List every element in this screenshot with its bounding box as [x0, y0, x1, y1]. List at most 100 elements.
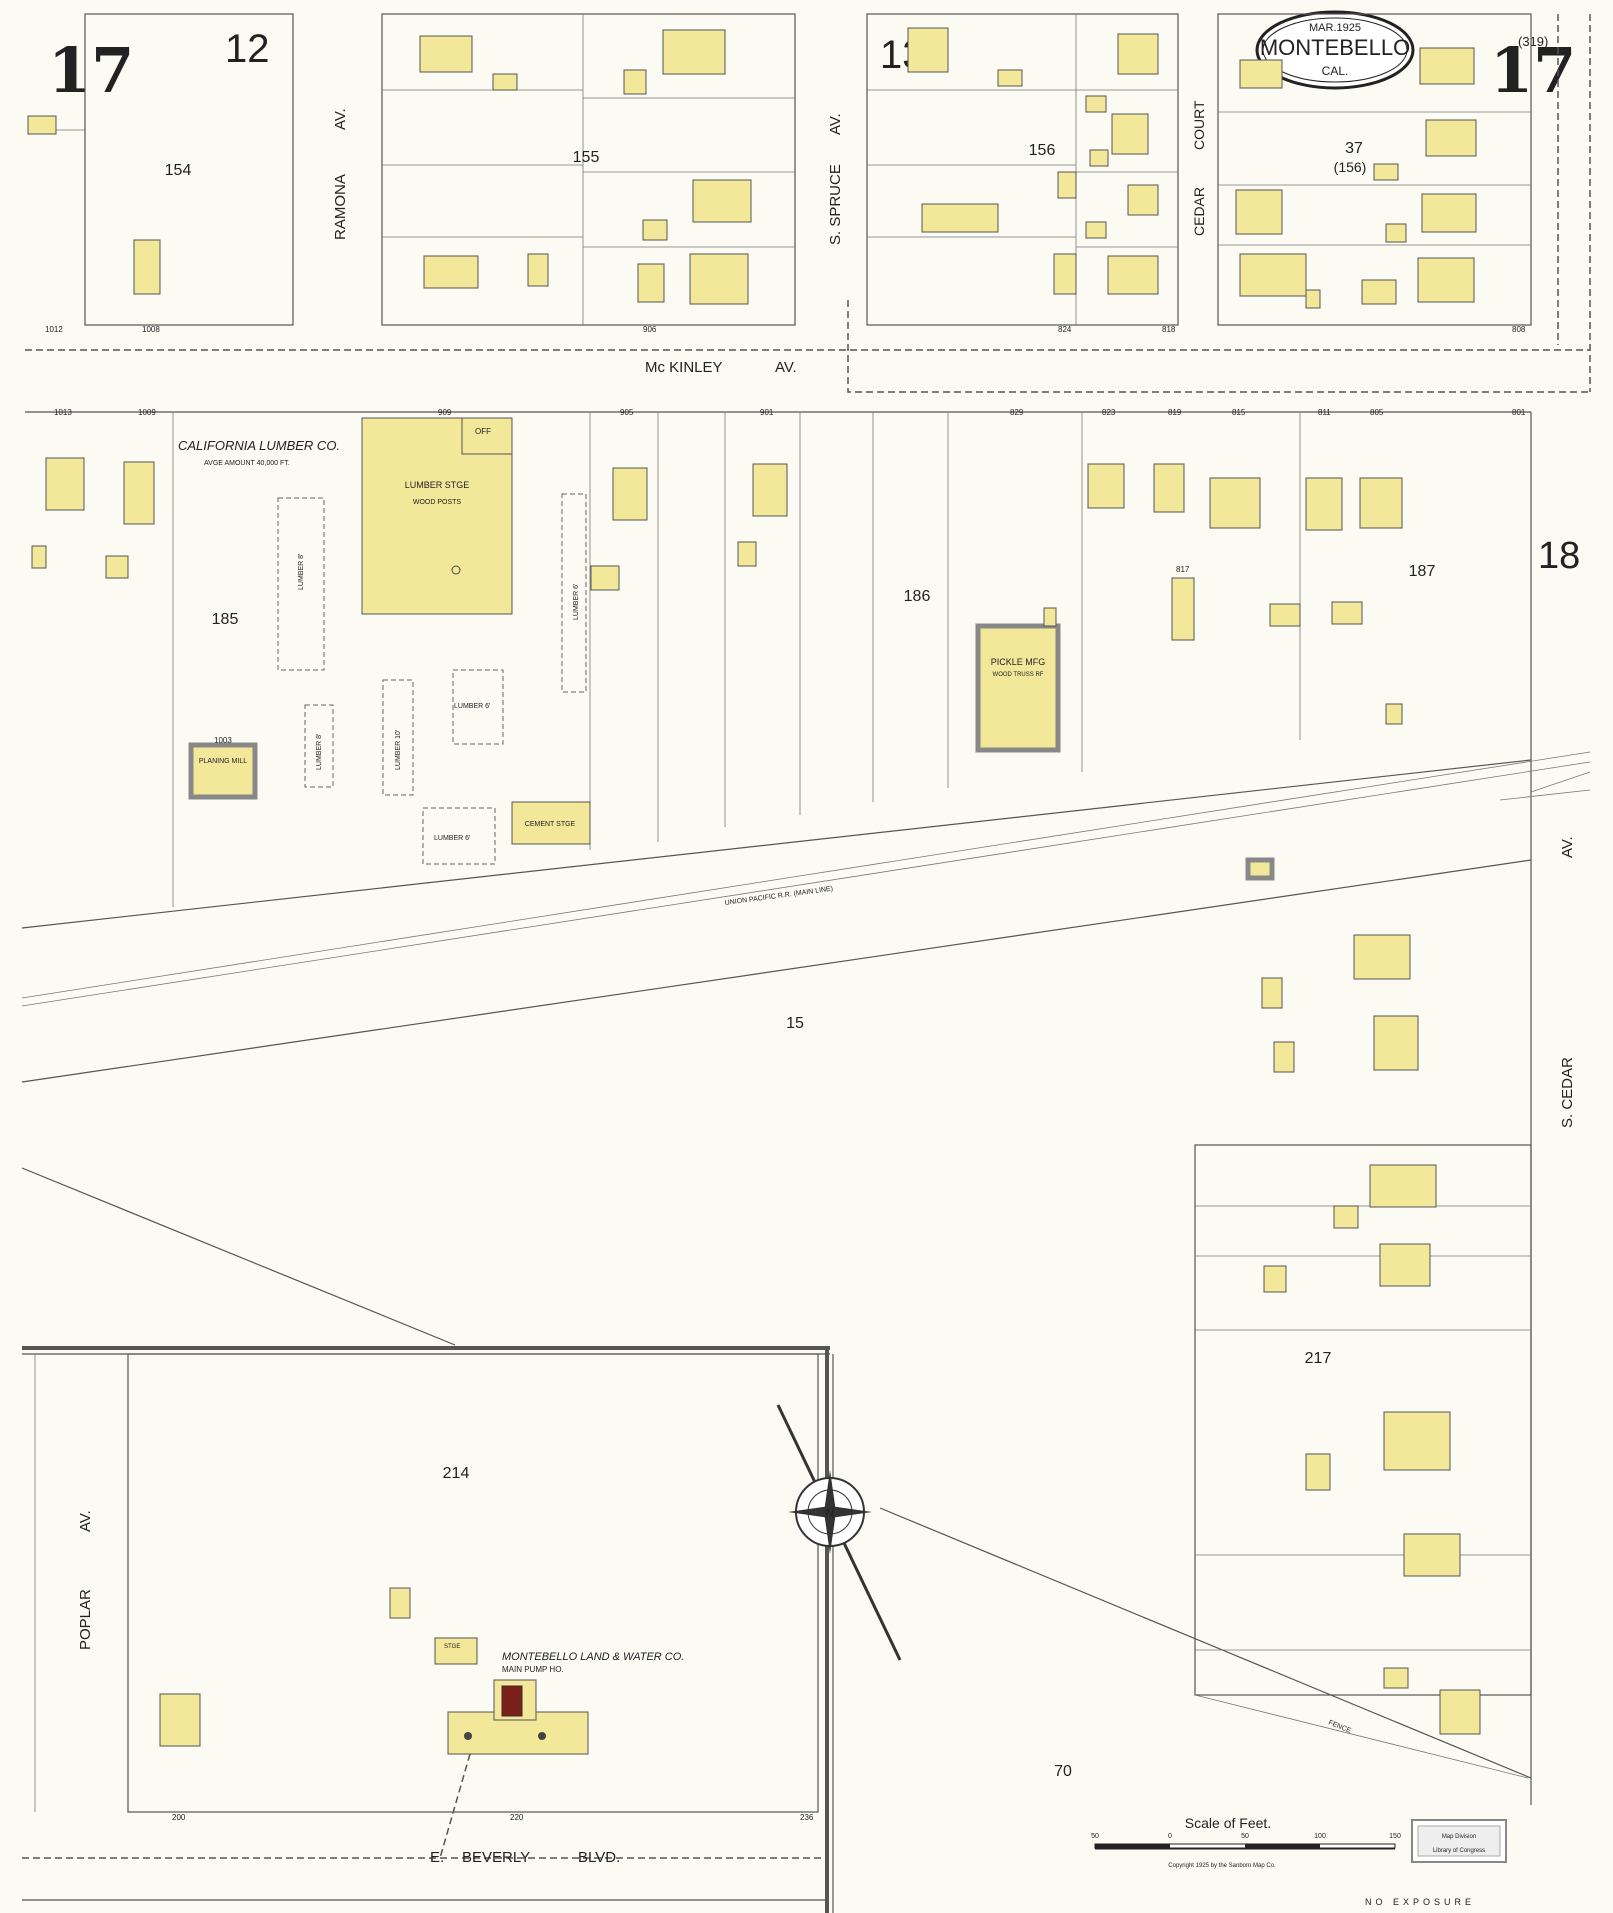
- label-lumber-8b: LUMBER 8': [316, 734, 323, 770]
- street-spruce-av: AV.: [827, 113, 844, 135]
- address-811: 811: [1318, 408, 1331, 417]
- label-lumber-10: LUMBER 10': [395, 730, 402, 770]
- block-number-185: 185: [212, 611, 239, 628]
- block-214: [22, 1346, 834, 1913]
- label-california-lumber: CALIFORNIA LUMBER CO.: [178, 438, 340, 453]
- street-ramona: RAMONA: [332, 174, 349, 240]
- address-824: 824: [1058, 325, 1072, 334]
- street-beverly: BEVERLY: [462, 1849, 530, 1866]
- address-236: 236: [800, 1813, 814, 1822]
- state-name: CAL.: [1322, 64, 1349, 78]
- address-817: 817: [1176, 565, 1190, 574]
- block-number-187: 187: [1409, 563, 1436, 580]
- map-date: MAR.1925: [1309, 22, 1361, 34]
- block-156: [866, 13, 1179, 326]
- street-mckinley: Mc KINLEY: [645, 359, 723, 376]
- label-pickle-mfg: PICKLE MFG: [991, 657, 1046, 667]
- block-number-156-alt: (156): [1334, 159, 1367, 175]
- label-pickle-sub: WOOD TRUSS RF: [993, 672, 1044, 678]
- label-fence: FENCE: [1327, 1719, 1352, 1735]
- sheet-reference: (319): [1518, 34, 1548, 49]
- label-lumber-amount: AVGE AMOUNT 40,000 FT.: [204, 460, 290, 467]
- address-905: 905: [620, 408, 634, 417]
- address-823: 823: [1102, 408, 1116, 417]
- block-154: [27, 13, 294, 326]
- address-1013: 1013: [54, 408, 72, 417]
- address-819: 819: [1168, 408, 1182, 417]
- block-number-70: 70: [1054, 1763, 1072, 1780]
- label-office: OFF: [475, 427, 491, 436]
- sheet-number-left: 17: [48, 34, 134, 107]
- block-155: [381, 13, 796, 326]
- label-lumber-6a: LUMBER 6': [454, 703, 490, 710]
- scale-title: Scale of Feet.: [1185, 1815, 1271, 1831]
- block-185-186-187: [25, 411, 1532, 1805]
- sheet-number-right: 17: [1490, 34, 1576, 107]
- street-ramona-av: AV.: [332, 108, 349, 130]
- address-909: 909: [438, 408, 452, 417]
- address-1008: 1008: [142, 325, 160, 334]
- address-815: 815: [1232, 408, 1246, 417]
- street-spruce: S. SPRUCE: [827, 164, 844, 245]
- city-name: MONTEBELLO: [1260, 35, 1410, 60]
- address-901: 901: [760, 408, 774, 417]
- address-200: 200: [172, 1813, 186, 1822]
- label-railroad: UNION PACIFIC R.R. (MAIN LINE): [724, 886, 833, 907]
- scale-tick-0: 0: [1168, 1833, 1172, 1840]
- label-lumber-6b: LUMBER 6': [434, 835, 470, 842]
- scale-tick-50: 50: [1241, 1833, 1249, 1840]
- address-1012: 1012: [45, 325, 63, 334]
- address-805: 805: [1370, 408, 1384, 417]
- address-808: 808: [1512, 325, 1526, 334]
- street-beverly-blvd: BLVD.: [578, 1849, 620, 1866]
- block-number-155: 155: [573, 149, 600, 166]
- library-stamp: Map Division Library of Congress: [1411, 1819, 1507, 1863]
- copyright-notice: Copyright 1925 by the Sanborn Map Co.: [1168, 1863, 1276, 1869]
- block-number-214: 214: [443, 1465, 470, 1482]
- stamp-line-2: Library of Congress: [1433, 1848, 1485, 1854]
- diagonal-boundary: [21, 1167, 456, 1346]
- street-mckinley-av: AV.: [775, 359, 797, 376]
- label-planing-mill: PLANING MILL: [199, 758, 247, 765]
- block-number-156: 156: [1029, 142, 1056, 159]
- scale-of-feet: Scale of Feet. 50 0 50 100 150 Copyright…: [1091, 1815, 1401, 1869]
- street-beverly-e: E.: [430, 1849, 444, 1866]
- label-cement-stge: CEMENT STGE: [525, 821, 576, 828]
- label-stge: STGE: [444, 1644, 460, 1650]
- block-number-15: 15: [786, 1015, 804, 1032]
- address-220: 220: [510, 1813, 524, 1822]
- label-lumber-stge: LUMBER STGE: [405, 480, 470, 490]
- block-number-217: 217: [1305, 1350, 1332, 1367]
- street-s-cedar: S. CEDAR: [1559, 1057, 1576, 1128]
- street-cedar-court-2: COURT: [1191, 100, 1207, 150]
- street-cedar-court-1: CEDAR: [1191, 187, 1207, 236]
- sheet-ref-12: 12: [225, 27, 270, 71]
- label-no-exposure: NO EXPOSURE: [1365, 1897, 1475, 1907]
- sheet-ref-18: 18: [1538, 535, 1580, 577]
- block-number-186: 186: [904, 588, 931, 605]
- address-1003: 1003: [214, 736, 232, 745]
- block-number-154: 154: [165, 162, 192, 179]
- label-lumber-8a: LUMBER 8': [298, 554, 305, 590]
- street-poplar: POPLAR: [77, 1589, 94, 1650]
- label-lumber-6c: LUMBER 6': [573, 584, 580, 620]
- address-829: 829: [1010, 408, 1024, 417]
- label-main-pump: MAIN PUMP HO.: [502, 1665, 564, 1674]
- address-818: 818: [1162, 325, 1176, 334]
- railroad-right-of-way: [21, 751, 1591, 1083]
- address-906: 906: [643, 325, 657, 334]
- address-1009: 1009: [138, 408, 156, 417]
- label-water-co: MONTEBELLO LAND & WATER CO.: [502, 1651, 684, 1663]
- north-arrow-compass: N: [776, 1404, 902, 1661]
- block-number-37: 37: [1345, 140, 1363, 157]
- scale-tick-minus-50: 50: [1091, 1833, 1099, 1840]
- water-main-line: [847, 300, 1590, 393]
- label-wood-posts: WOOD POSTS: [413, 499, 462, 506]
- block-217: [1194, 934, 1532, 1779]
- compass-letter-n: N: [826, 1506, 835, 1520]
- diagonal-boundary-2: [879, 1507, 1532, 1779]
- address-801: 801: [1512, 408, 1526, 417]
- scale-tick-150: 150: [1389, 1833, 1401, 1840]
- street-poplar-av: AV.: [77, 1510, 94, 1532]
